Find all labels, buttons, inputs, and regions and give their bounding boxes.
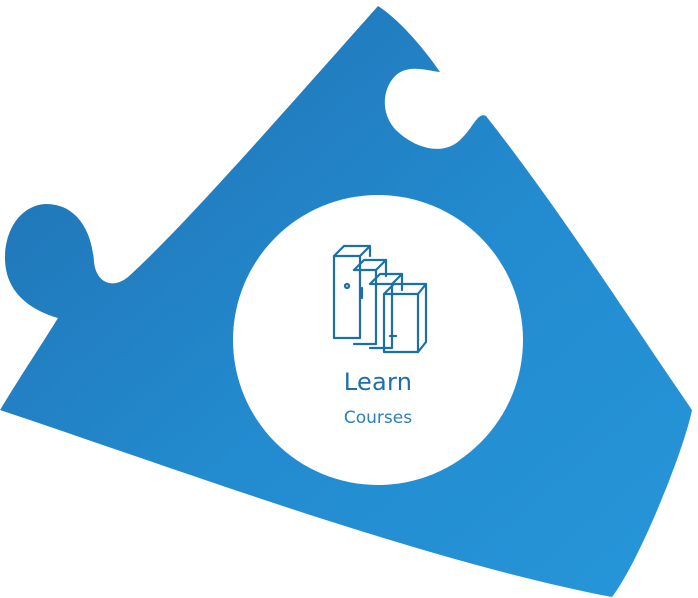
books-icon (332, 244, 428, 354)
center-circle (233, 195, 523, 485)
card-subtitle: Courses (343, 408, 413, 428)
card-title: Learn (343, 368, 413, 396)
